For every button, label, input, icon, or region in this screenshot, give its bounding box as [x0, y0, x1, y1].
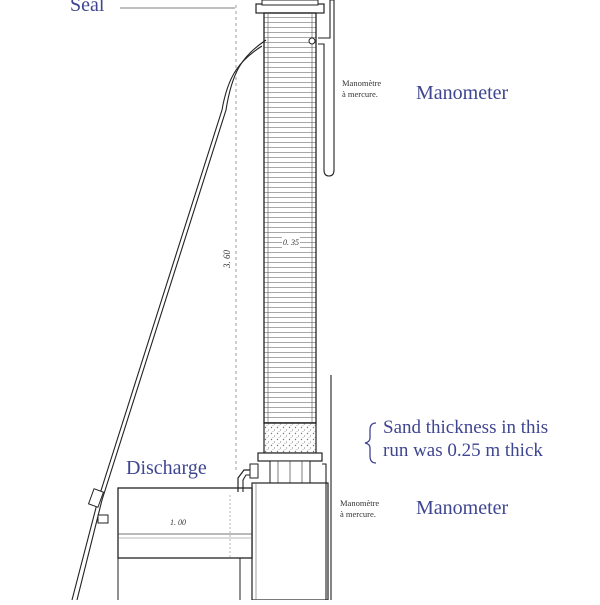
sand-thickness-note-line2: run was 0.25 m thick — [383, 440, 543, 461]
discharge-tank — [117, 487, 253, 559]
hose-valve-icon — [87, 488, 109, 524]
tank-dimension-label: 1. 00 — [170, 518, 186, 527]
manometre-label-bottom: Manomètre à mercure. — [340, 498, 380, 519]
manometer-label-bottom: Manometer — [416, 497, 509, 519]
upper-manometer-tube — [318, 0, 335, 177]
manometer-label-top: Manometer — [416, 82, 509, 104]
manometre-label-top: Manomètre à mercure. — [342, 78, 382, 99]
pedestal-block — [251, 482, 329, 601]
sand-layer — [263, 422, 317, 454]
lower-manometer-tube — [322, 375, 332, 600]
discharge-label: Discharge — [126, 457, 207, 479]
sand-brace — [364, 422, 377, 464]
supply-hose — [71, 45, 263, 601]
sand-thickness-note-line1: Sand thickness in this — [383, 417, 549, 438]
height-dimension-label: 3. 60 — [222, 250, 232, 268]
diameter-dimension-label: 0. 35 — [282, 237, 300, 248]
column-body — [263, 12, 317, 424]
seal-label: Seal — [70, 0, 105, 16]
column-bottom-flange — [257, 452, 323, 462]
